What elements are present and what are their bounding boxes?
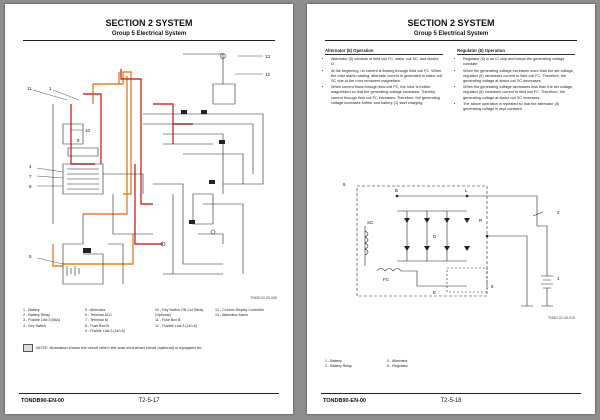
legend-item: 5 - Alternator — [85, 308, 106, 312]
label-d: D — [433, 234, 437, 239]
legend-item: 12 - Column Display Controller — [215, 308, 264, 312]
legend-item: 7 - Terminal M — [85, 318, 108, 323]
doc-code: TONDB90-EN-00 — [323, 398, 366, 404]
alternator-circuit-diagram: B L SC FC D R E 1 2 5 6 — [343, 182, 560, 307]
legend-item: 13 - Alternator Alarm — [215, 313, 248, 318]
legend-col-2: 5 - Alternator 6 - Regulator — [387, 359, 408, 369]
callout-5: 5 — [343, 182, 346, 187]
legend-item: 6 - Terminal ACC — [85, 313, 113, 318]
alternator-heading: Alternator (5) Operation — [325, 48, 443, 56]
alternator-operation: Alternator (5) Operation Alternator (5) … — [325, 48, 443, 107]
regulator-bullet: The above operation is repeated so that … — [463, 102, 575, 112]
callout-5: 5 — [29, 254, 32, 259]
alternator-bullet: Alternator (5) consists of field coil FC… — [331, 57, 443, 67]
legend-item: 3 - Fusible Link 3 (65A) — [23, 318, 61, 323]
wiring-diagram: 13 12 11 1 10 4 7 8 9 5 — [27, 53, 271, 285]
diagram-code: TNDB-02-05-005 — [250, 296, 277, 300]
header-divider — [23, 40, 275, 41]
label-fc: FC — [383, 277, 390, 282]
callout-9: 9 — [77, 138, 80, 143]
legend-item: 11 - Fuse Box B — [155, 318, 181, 323]
alternator-bullet: When current flows through field coil FC… — [331, 85, 443, 106]
legend-item: 10 - Key Switch ON Cut Relay — [155, 308, 204, 312]
callout-10: 10 — [85, 128, 91, 133]
legend-item: 1 - Battery — [325, 359, 342, 363]
callout-4: 4 — [29, 164, 32, 169]
label-b: B — [395, 188, 398, 193]
callout-7: 7 — [29, 174, 32, 179]
note-text: NOTE: Illustration shows the circuit whi… — [36, 345, 203, 351]
footer-divider — [321, 393, 581, 394]
group-title: Group 5 Electrical System — [111, 31, 187, 37]
group-title: Group 5 Electrical System — [413, 31, 489, 37]
legend-item: 4 - Key Switch — [23, 323, 46, 328]
callout-1: 1 — [49, 86, 52, 91]
regulator-operation: Regulator (6) Operation Regulator (6) is… — [457, 48, 575, 113]
legend-item: (Optional) — [155, 313, 171, 318]
label-l: L — [465, 188, 468, 193]
callout-2: 2 — [557, 210, 560, 215]
regulator-heading: Regulator (6) Operation — [457, 48, 575, 56]
label-e: E — [433, 290, 436, 295]
note-icon — [23, 344, 33, 352]
left-page: SECTION 2 SYSTEM Group 5 Electrical Syst… — [5, 4, 293, 414]
illustration-note: NOTE: Illustration shows the circuit whi… — [23, 344, 273, 352]
legend-item: 5 - Alternator — [387, 359, 408, 363]
diagram-code: TNGD-02-09-019 — [547, 316, 575, 320]
page-number: T2-5-18 — [440, 398, 462, 404]
legend-item: 6 - Regulator — [387, 364, 408, 369]
callout-8: 8 — [29, 184, 32, 189]
legend-col-2: 5 - Alternator 6 - Terminal ACC 7 - Term… — [85, 308, 125, 334]
section-title: SECTION 2 SYSTEM — [105, 18, 193, 28]
legend-col-4: 12 - Column Display Controller 13 - Alte… — [215, 308, 264, 318]
legend-item: 8 - Fuse Box B — [85, 323, 109, 328]
label-r: R — [479, 218, 483, 223]
callout-11: 11 — [27, 86, 32, 91]
label-sc: SC — [367, 220, 374, 225]
legend-col-3: 10 - Key Switch ON Cut Relay (Optional) … — [155, 308, 203, 329]
callout-1: 1 — [557, 276, 560, 281]
legend-item: 2 - Battery Relay — [23, 313, 50, 318]
regulator-bullet: Regulator (6) is an IC chip and keeps th… — [463, 57, 575, 67]
right-page: SECTION 2 SYSTEM Group 5 Electrical Syst… — [307, 4, 595, 414]
legend-col-1: 1 - Battery 2 - Battery Relay — [325, 359, 352, 369]
regulator-bullet: When the generating voltage increases mo… — [463, 69, 575, 85]
callout-12: 12 — [265, 72, 271, 77]
alternator-bullet: At the beginning, no current is flowing … — [331, 69, 443, 85]
footer-divider — [19, 393, 279, 394]
section-title: SECTION 2 SYSTEM — [407, 18, 495, 28]
callout-13: 13 — [265, 54, 271, 59]
page-number: T2-5-17 — [138, 398, 160, 404]
legend-item: 12 - Fusible Link 3 (140 A) — [155, 323, 197, 328]
header-divider — [325, 40, 577, 41]
callout-6: 6 — [491, 284, 494, 289]
regulator-bullet: When the generating voltage decreases le… — [463, 85, 575, 101]
legend-col-1: 1 - Battery 2 - Battery Relay 3 - Fusibl… — [23, 308, 60, 329]
doc-code: TONDB90-EN-00 — [21, 398, 64, 404]
legend-item: 9 - Fusible Link 2 (140 A) — [85, 328, 125, 333]
legend-item: 2 - Battery Relay — [325, 364, 352, 369]
legend-item: 1 - Battery — [23, 308, 40, 312]
